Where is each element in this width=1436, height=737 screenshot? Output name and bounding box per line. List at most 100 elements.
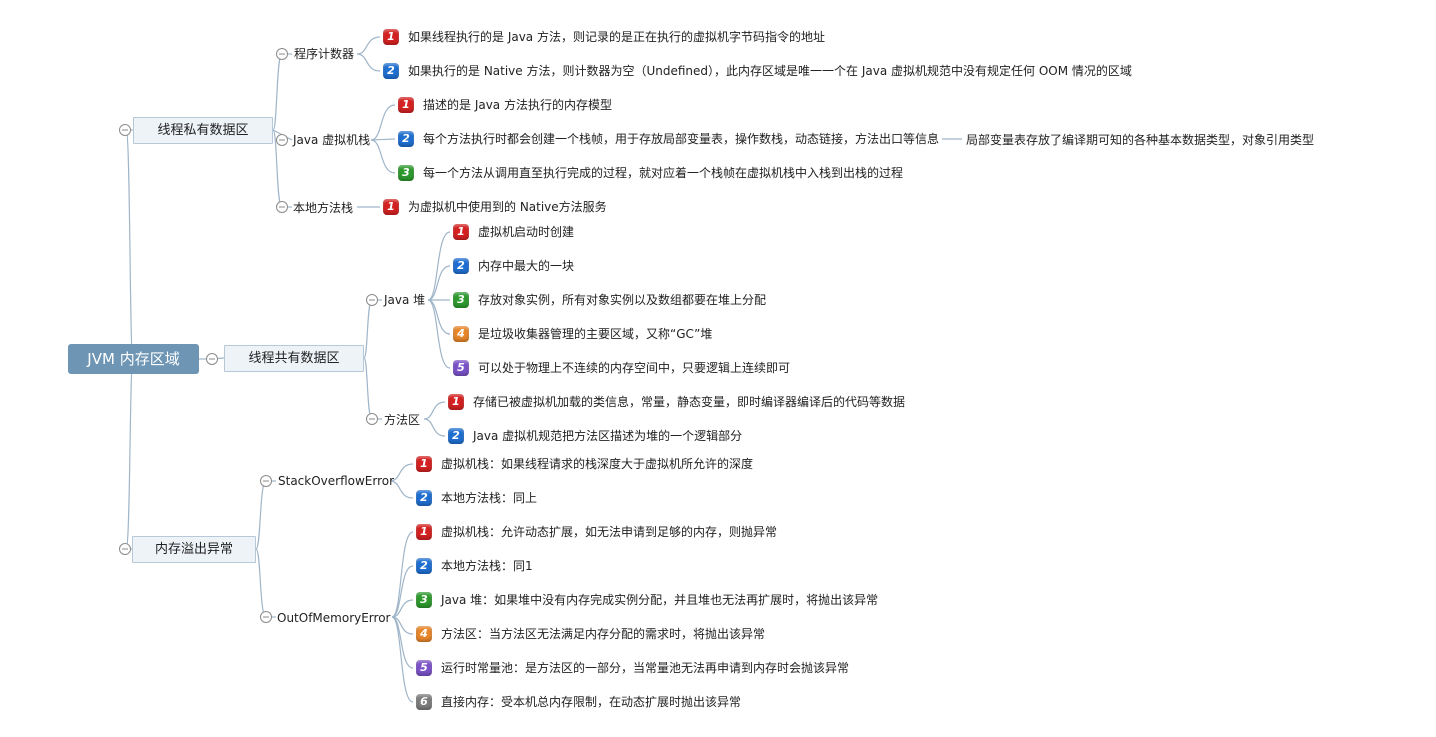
number-badge-icon: 1: [398, 97, 414, 113]
list-item[interactable]: 3 每一个方法从调用直至执行完成的过程，就对应着一个栈帧在虚拟机栈中入栈到出栈的过…: [398, 162, 903, 184]
item-text: 本地方法栈：同1: [441, 559, 533, 573]
item-text: Java 堆：如果堆中没有内存完成实例分配，并且堆也无法再扩展时，将抛出该异常: [441, 593, 879, 607]
number-badge-icon: 1: [448, 394, 464, 410]
list-item[interactable]: 6 直接内存：受本机总内存限制，在动态扩展时抛出该异常: [416, 691, 741, 713]
connector-line: [389, 463, 414, 482]
list-item[interactable]: 1 虚拟机启动时创建: [453, 221, 574, 243]
connector-line: [370, 104, 396, 141]
connector-line: [363, 357, 373, 420]
list-item[interactable]: 1 如果线程执行的是 Java 方法，则记录的是正在执行的虚拟机字节码指令的地址: [383, 26, 825, 48]
item-text: 运行时常量池：是方法区的一部分，当常量池无法再申请到内存时会抛该异常: [441, 661, 850, 675]
number-badge-icon: 3: [398, 165, 414, 181]
number-badge-icon: 5: [453, 360, 469, 376]
connector-line: [272, 53, 283, 131]
connector-line: [125, 359, 134, 550]
number-badge-icon: 2: [416, 490, 432, 506]
connector-line: [255, 548, 267, 618]
number-badge-icon: 2: [416, 558, 432, 574]
number-badge-icon: 5: [416, 660, 432, 676]
connector-line: [427, 265, 451, 301]
item-text: 是垃圾收集器管理的主要区域，又称“GC”堆: [478, 327, 713, 341]
item-text: 如果执行的是 Native 方法，则计数器为空（Undefined），此内存区域…: [408, 64, 1132, 78]
connector-line: [125, 129, 134, 361]
item-text: 为虚拟机中使用到的 Native方法服务: [408, 200, 607, 214]
branch-stackoverflowerror[interactable]: StackOverflowError: [278, 474, 395, 488]
number-badge-icon: 2: [383, 63, 399, 79]
number-badge-icon: 2: [453, 258, 469, 274]
item-text: 虚拟机启动时创建: [478, 225, 575, 239]
item-text: 每一个方法从调用直至执行完成的过程，就对应着一个栈帧在虚拟机栈中入栈到出栈的过程: [423, 166, 904, 180]
number-badge-icon: 6: [416, 694, 432, 710]
branch-program-counter[interactable]: 程序计数器: [294, 47, 355, 61]
item-text: 存储已被虚拟机加载的类信息，常量，静态变量，即时编译器编译后的代码等数据: [473, 395, 906, 409]
connector-line: [370, 139, 396, 174]
number-badge-icon: 2: [448, 428, 464, 444]
list-item[interactable]: 3 Java 堆：如果堆中没有内存完成实例分配，并且堆也无法再扩展时，将抛出该异常: [416, 589, 878, 611]
connector-line: [427, 231, 451, 301]
number-badge-icon: 4: [416, 626, 432, 642]
list-item[interactable]: 4 方法区：当方法区无法满足内存分配的需求时，将抛出该异常: [416, 623, 765, 645]
root-node[interactable]: JVM 内存区域: [68, 344, 199, 374]
connector-line: [356, 36, 381, 55]
connector-line: [423, 401, 446, 420]
connector-line: [391, 531, 414, 618]
number-badge-icon: 1: [416, 524, 432, 540]
item-text: 虚拟机栈：允许动态扩展，如无法申请到足够的内存，则抛异常: [441, 525, 778, 539]
number-badge-icon: 1: [416, 456, 432, 472]
list-item[interactable]: 2 Java 虚拟机规范把方法区描述为堆的一个逻辑部分: [448, 425, 742, 447]
number-badge-icon: 1: [453, 224, 469, 240]
list-item[interactable]: 1 为虚拟机中使用到的 Native方法服务: [383, 196, 607, 218]
connector-line: [356, 53, 381, 72]
branch-outofmemoryerror[interactable]: OutOfMemoryError: [277, 611, 391, 625]
item-text: 直接内存：受本机总内存限制，在动态扩展时抛出该异常: [441, 695, 742, 709]
connector-line: [391, 565, 414, 618]
list-item[interactable]: 5 运行时常量池：是方法区的一部分，当常量池无法再申请到内存时会抛该异常: [416, 657, 849, 679]
list-item[interactable]: 1 描述的是 Java 方法执行的内存模型: [398, 94, 612, 116]
list-item[interactable]: 2 如果执行的是 Native 方法，则计数器为空（Undefined），此内存区…: [383, 60, 1132, 82]
list-item[interactable]: 1 虚拟机栈：如果线程请求的栈深度大于虚拟机所允许的深度: [416, 453, 753, 475]
group-memory-overflow[interactable]: 内存溢出异常: [132, 536, 256, 563]
connector-line: [363, 299, 373, 359]
group-thread-shared[interactable]: 线程共有数据区: [224, 345, 364, 372]
number-badge-icon: 1: [383, 29, 399, 45]
list-item[interactable]: 4 是垃圾收集器管理的主要区域，又称“GC”堆: [453, 323, 712, 345]
item-text: Java 虚拟机规范把方法区描述为堆的一个逻辑部分: [473, 429, 743, 443]
connector-line: [389, 480, 414, 499]
sub-note-local-variable-table[interactable]: 局部变量表存放了编译期可知的各种基本数据类型，对象引用类型: [966, 133, 1315, 147]
item-text: 本地方法栈：同上: [441, 491, 538, 505]
list-item[interactable]: 1 存储已被虚拟机加载的类信息，常量，静态变量，即时编译器编译后的代码等数据: [448, 391, 905, 413]
list-item[interactable]: 1 虚拟机栈：允许动态扩展，如无法申请到足够的内存，则抛异常: [416, 521, 777, 543]
item-text: 存放对象实例，所有对象实例以及数组都要在堆上分配: [478, 293, 767, 307]
item-text: 内存中最大的一块: [478, 259, 575, 273]
branch-native-method-stack[interactable]: 本地方法栈: [293, 201, 354, 215]
number-badge-icon: 2: [398, 131, 414, 147]
branch-java-heap[interactable]: Java 堆: [384, 293, 426, 307]
item-text: 如果线程执行的是 Java 方法，则记录的是正在执行的虚拟机字节码指令的地址: [408, 30, 825, 44]
group-thread-private[interactable]: 线程私有数据区: [133, 117, 273, 144]
item-text: 描述的是 Java 方法执行的内存模型: [423, 98, 612, 112]
connector-line: [427, 299, 451, 335]
item-text: 虚拟机栈：如果线程请求的栈深度大于虚拟机所允许的深度: [441, 457, 754, 471]
connector-line: [391, 599, 414, 618]
list-item[interactable]: 2 本地方法栈：同1: [416, 555, 533, 577]
number-badge-icon: 3: [453, 292, 469, 308]
item-text: 方法区：当方法区无法满足内存分配的需求时，将抛出该异常: [441, 627, 766, 641]
connector-line: [427, 299, 451, 369]
connector-line: [391, 616, 414, 669]
list-item[interactable]: 2 本地方法栈：同上: [416, 487, 537, 509]
branch-method-area[interactable]: 方法区: [384, 413, 421, 427]
item-text: 可以处于物理上不连续的内存空间中，只要逻辑上连续即可: [478, 361, 791, 375]
list-item[interactable]: 3 存放对象实例，所有对象实例以及数组都要在堆上分配: [453, 289, 766, 311]
branch-java-vm-stack[interactable]: Java 虚拟机栈: [293, 133, 371, 147]
connector-line: [423, 418, 446, 437]
number-badge-icon: 1: [383, 199, 399, 215]
connector-line: [255, 480, 267, 550]
connector-line: [370, 138, 396, 141]
list-item[interactable]: 5 可以处于物理上不连续的内存空间中，只要逻辑上连续即可: [453, 357, 790, 379]
number-badge-icon: 4: [453, 326, 469, 342]
connector-line: [391, 616, 414, 703]
list-item[interactable]: 2 内存中最大的一块: [453, 255, 574, 277]
number-badge-icon: 3: [416, 592, 432, 608]
